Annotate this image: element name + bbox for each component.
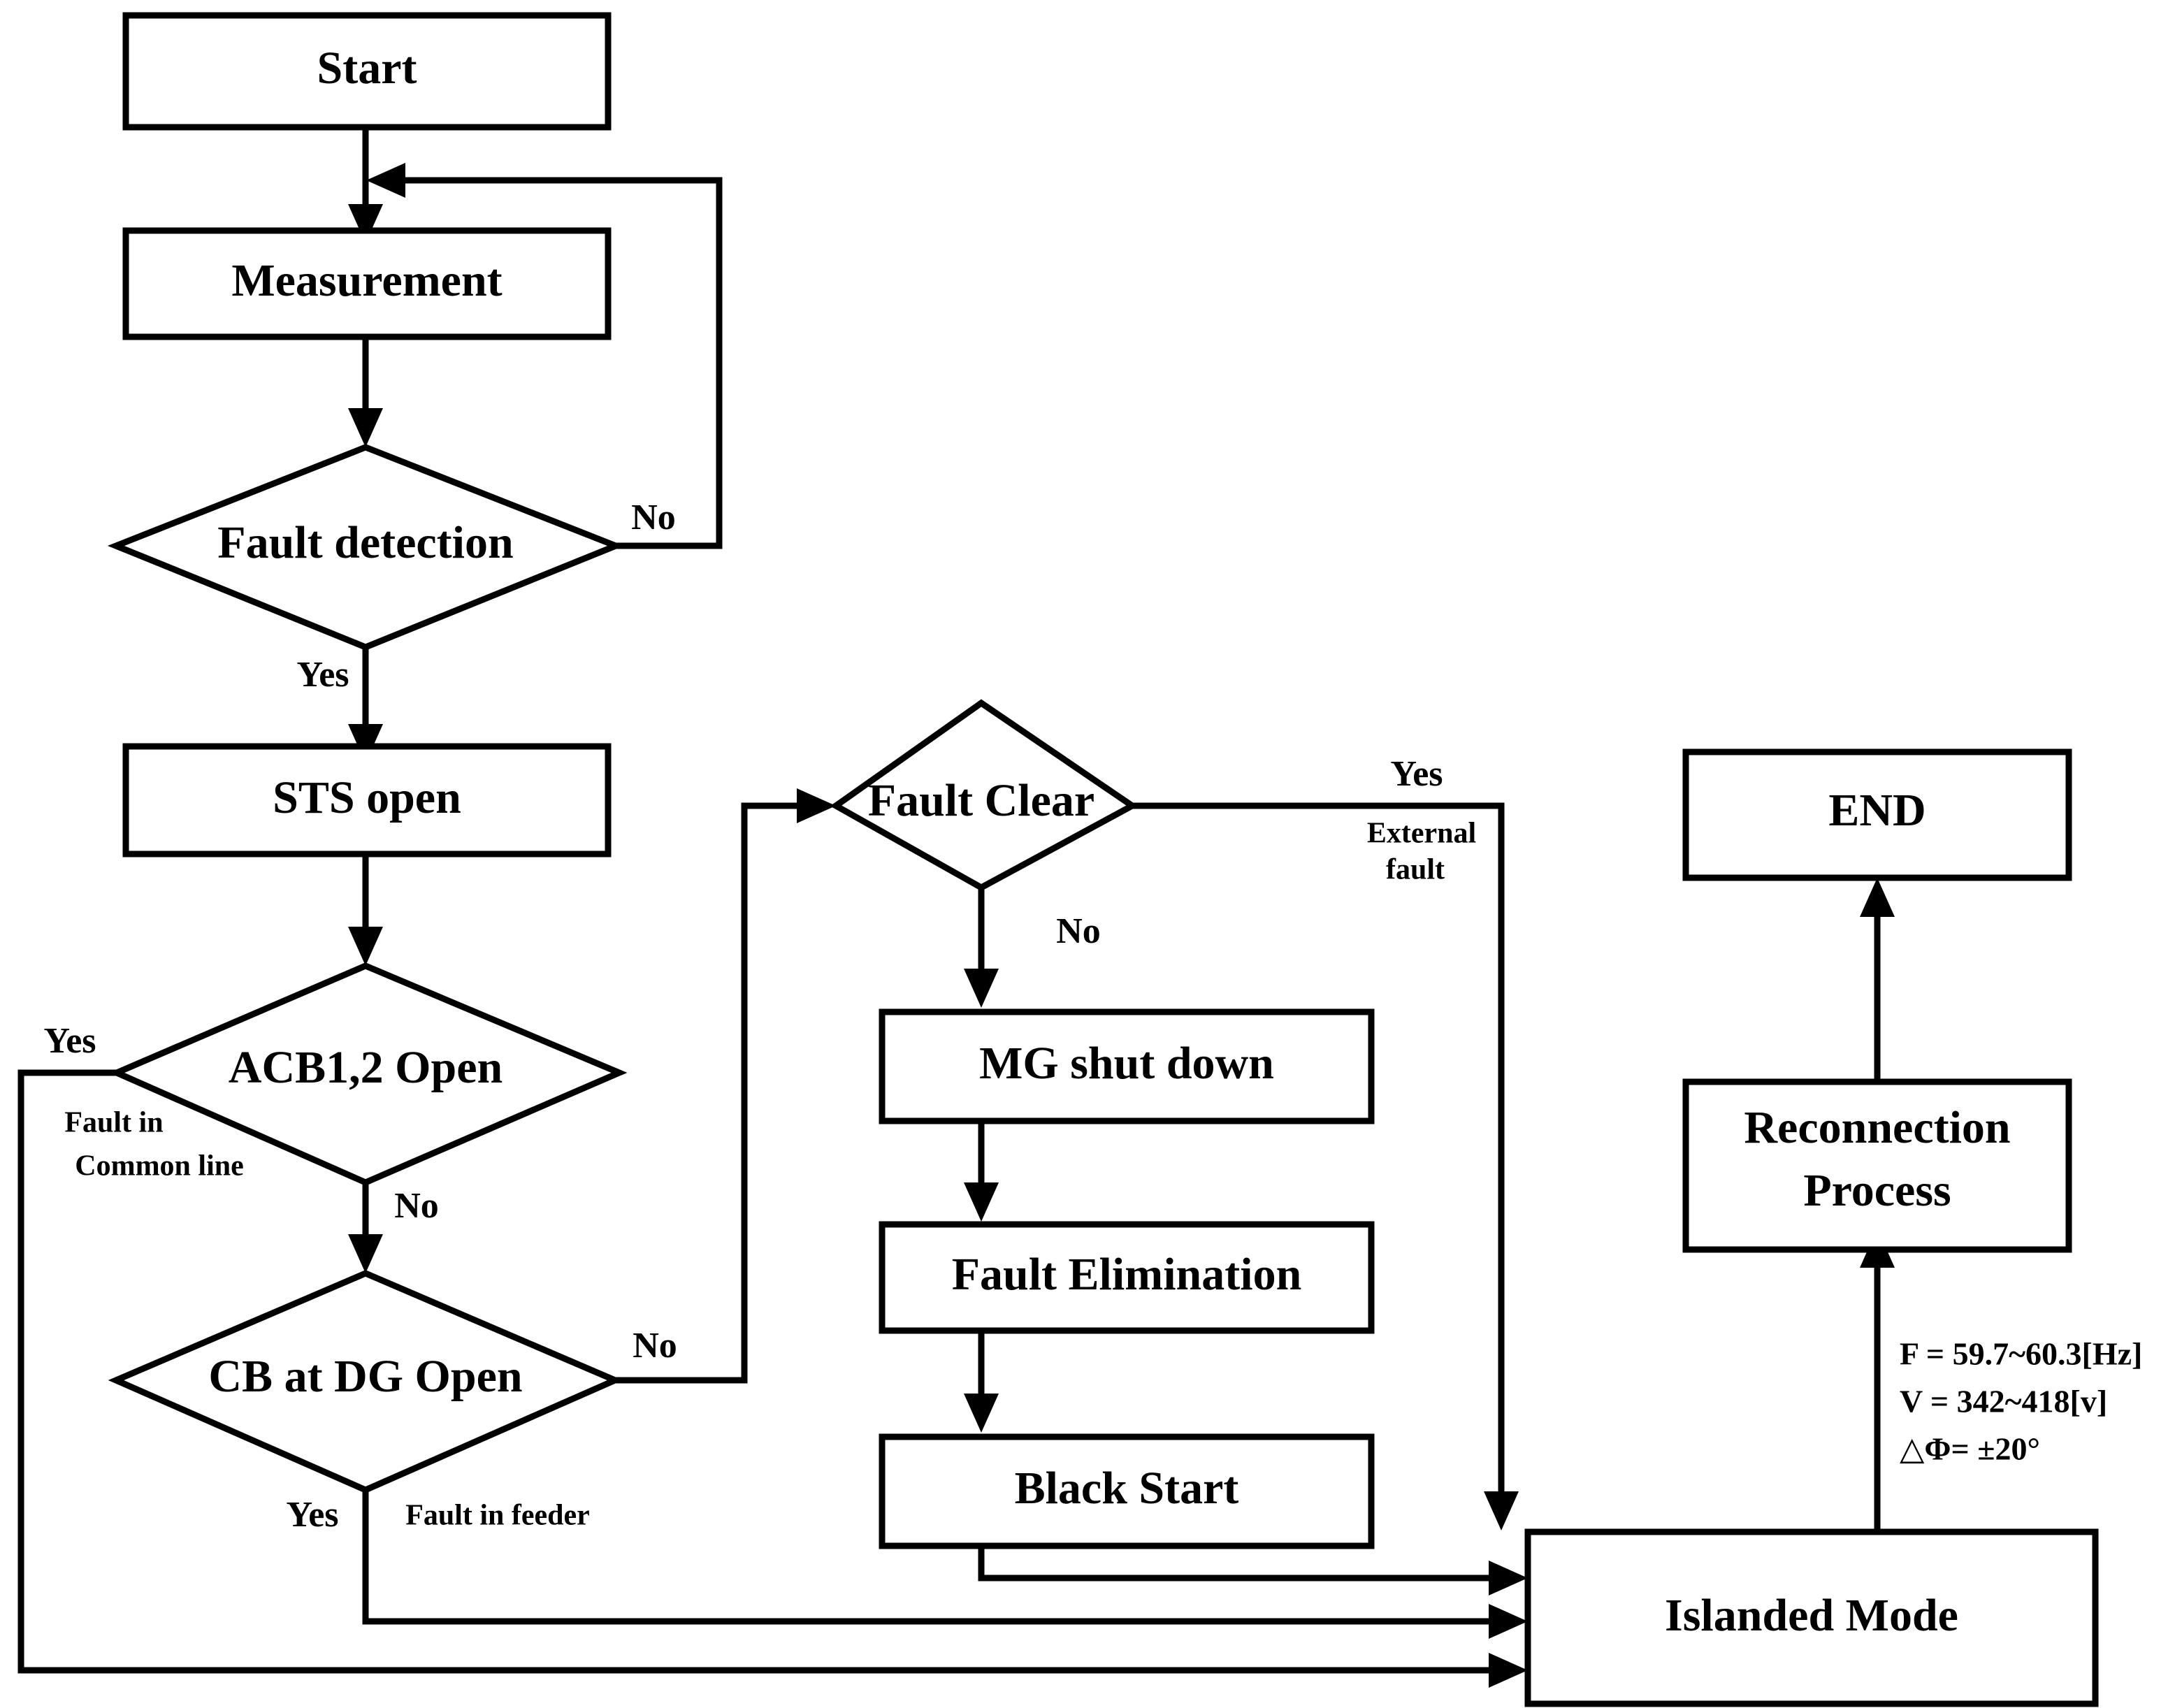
node-mg-shut-down-label: MG shut down xyxy=(979,1038,1274,1089)
edge-fault-clear-no-to-mg-shut-down xyxy=(964,888,999,1008)
edge-label-cb-dg-no: No xyxy=(633,1326,677,1366)
edge-sts-open-to-acb-open xyxy=(348,854,383,966)
edge-label-cb-dg-yes: Yes xyxy=(286,1495,338,1535)
criteria-phase-angle: △Φ= ±20° xyxy=(1900,1431,2040,1467)
edge-fault-clear-yes-to-islanded-mode xyxy=(1132,802,1519,1530)
edge-note-acb-yes-line1: Fault in xyxy=(64,1107,163,1139)
node-black-start[interactable]: Black Start xyxy=(879,1433,1375,1549)
edge-label-fault-detection-no: No xyxy=(631,498,676,537)
edge-note-cb-dg-yes: Fault in feeder xyxy=(405,1500,590,1532)
node-measurement-label: Measurement xyxy=(231,255,502,306)
node-fault-detection[interactable]: Fault detection xyxy=(107,444,625,651)
node-fault-clear[interactable]: Fault Clear xyxy=(830,699,1139,892)
node-sts-open-label: STS open xyxy=(273,772,461,823)
node-end-label: END xyxy=(1828,785,1925,836)
node-acb-open-label: ACB1,2 Open xyxy=(229,1042,503,1093)
edge-label-acb-yes: Yes xyxy=(43,1021,96,1061)
node-black-start-label: Black Start xyxy=(1015,1463,1239,1514)
edge-cb-dg-no-to-fault-clear xyxy=(615,788,836,1384)
node-fault-elimination[interactable]: Fault Elimination xyxy=(879,1221,1375,1334)
node-fault-elimination-label: Fault Elimination xyxy=(952,1249,1302,1300)
criteria-frequency: F = 59.7~60.3[Hz] xyxy=(1900,1336,2142,1372)
node-start[interactable]: Start xyxy=(122,12,612,131)
edge-measurement-to-fault-detection xyxy=(348,337,383,447)
node-islanded-mode-label: Islanded Mode xyxy=(1665,1590,1958,1641)
edge-note-acb-yes-line2: Common line xyxy=(75,1150,244,1182)
node-cb-dg-open[interactable]: CB at DG Open xyxy=(108,1270,623,1493)
node-end[interactable]: END xyxy=(1682,748,2072,881)
edge-note-fault-clear-yes-line1: External xyxy=(1367,818,1476,850)
node-measurement[interactable]: Measurement xyxy=(122,227,612,340)
node-acb-open[interactable]: ACB1,2 Open xyxy=(108,962,628,1186)
node-cb-dg-open-label: CB at DG Open xyxy=(208,1351,522,1402)
node-mg-shut-down[interactable]: MG shut down xyxy=(879,1008,1375,1124)
node-reconnection-process[interactable]: Reconnection Process xyxy=(1682,1078,2072,1253)
edge-acb-no-to-cb-dg-open xyxy=(348,1182,383,1273)
edge-fault-elimination-to-black-start xyxy=(964,1331,999,1433)
edge-label-fault-clear-no: No xyxy=(1056,911,1101,951)
edge-note-fault-clear-yes-line2: fault xyxy=(1386,854,1445,886)
edge-start-to-measurement xyxy=(348,127,383,243)
reconnection-criteria-annotation: F = 59.7~60.3[Hz] V = 342~418[v] △Φ= ±20… xyxy=(1900,1336,2142,1467)
edge-label-fault-clear-yes: Yes xyxy=(1390,754,1443,794)
edge-black-start-to-islanded-mode xyxy=(978,1546,1528,1595)
edge-acb-yes-to-islanded-mode xyxy=(17,1069,1528,1688)
node-reconnection-process-label-line2: Process xyxy=(1803,1165,1951,1216)
edge-mg-shut-down-to-fault-elimination xyxy=(964,1121,999,1222)
edge-label-acb-no: No xyxy=(394,1186,439,1226)
node-islanded-mode[interactable]: Islanded Mode xyxy=(1524,1528,2099,1707)
node-sts-open[interactable]: STS open xyxy=(122,743,612,857)
node-fault-detection-label: Fault detection xyxy=(217,517,513,568)
node-start-label: Start xyxy=(317,43,417,94)
edge-islanded-mode-to-reconnection-process xyxy=(1860,1229,1895,1530)
node-fault-clear-label: Fault Clear xyxy=(868,775,1094,826)
edge-label-fault-detection-yes: Yes xyxy=(296,655,349,695)
node-reconnection-process-label-line1: Reconnection xyxy=(1744,1102,2010,1153)
edge-fault-detection-no-loop xyxy=(366,163,723,549)
edge-reconnection-process-to-end xyxy=(1860,878,1895,1082)
edge-cb-dg-yes-to-islanded-mode xyxy=(362,1490,1528,1639)
criteria-voltage: V = 342~418[v] xyxy=(1900,1384,2107,1419)
